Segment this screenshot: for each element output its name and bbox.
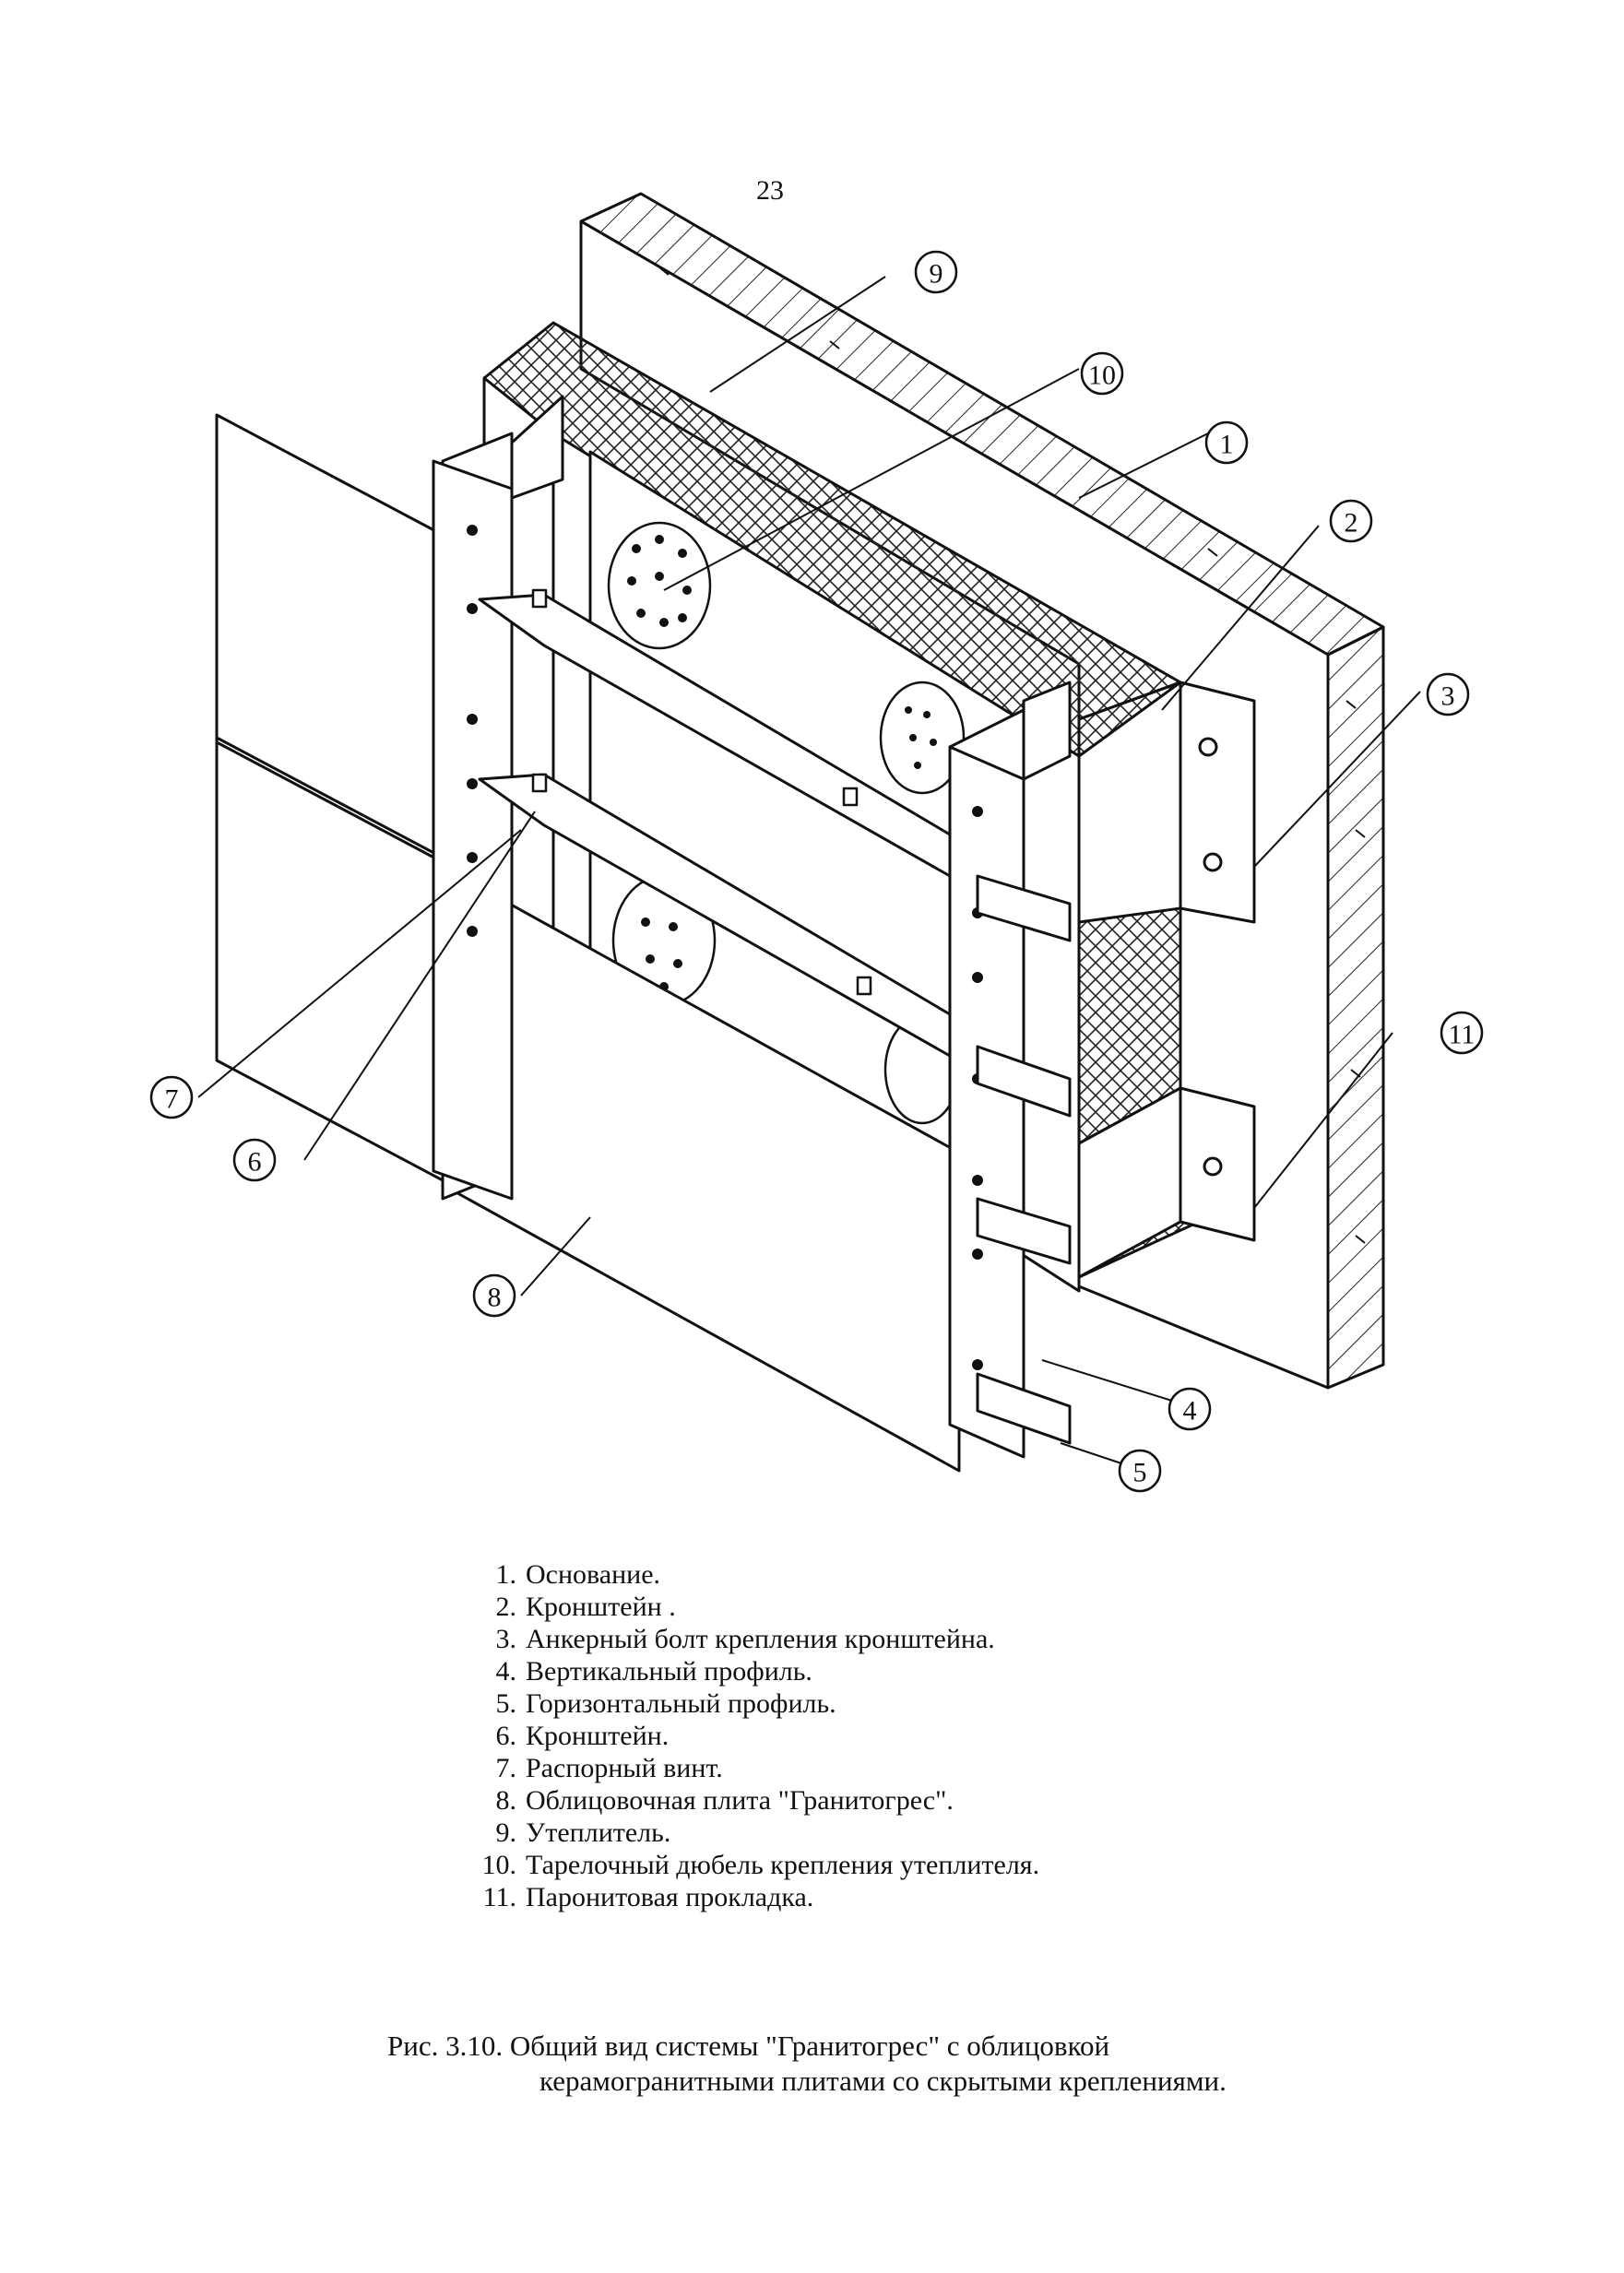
expansion-screws	[531, 588, 872, 996]
callout-labels: 1 2 3 4 5 6 7 8 9 10 11	[165, 259, 1476, 1488]
callout-11: 11	[1449, 1020, 1476, 1050]
figure-caption: Рис. 3.10. Общий вид системы "Гранитогре…	[387, 2029, 1402, 2099]
callout-9: 9	[930, 259, 943, 290]
legend-item: 11.Паронитовая прокладка.	[482, 1882, 814, 1912]
legend-item: 7.Распорный винт.	[495, 1753, 723, 1783]
legend-item: 8.Облицовочная плита "Гранитогрес".	[495, 1785, 954, 1816]
callout-8: 8	[488, 1283, 502, 1313]
legend-item: 1.Основание.	[495, 1559, 661, 1590]
plate-dowels	[607, 521, 966, 1125]
callout-2: 2	[1345, 508, 1358, 539]
callout-circles	[149, 250, 1484, 1493]
legend-item: 2.Кронштейн .	[495, 1592, 676, 1622]
callout-5: 5	[1133, 1458, 1147, 1488]
callout-7: 7	[165, 1084, 179, 1115]
legend-item: 3.Анкерный болт крепления кронштейна.	[495, 1624, 995, 1654]
callout-10: 10	[1088, 361, 1116, 391]
caption-line-1: Общий вид системы "Гранитогрес" с облицо…	[509, 2030, 1110, 2062]
facade-system-drawing: 1 2 3 4 5 6 7 8 9 10 11	[149, 192, 1484, 1493]
callout-3: 3	[1441, 681, 1455, 712]
leader-lines	[197, 276, 1421, 1472]
legend-item: 9.Утеплитель.	[495, 1817, 671, 1848]
page-number: 23	[756, 175, 784, 206]
caption-label: Рис. 3.10.	[387, 2030, 504, 2062]
callout-6: 6	[248, 1147, 262, 1178]
legend-item: 5.Горизонтальный профиль.	[495, 1688, 836, 1719]
callout-4: 4	[1183, 1396, 1197, 1427]
callout-1: 1	[1220, 430, 1234, 460]
legend-item: 10.Тарелочный дюбель крепления утеплител…	[481, 1850, 1040, 1880]
horizontal-profiles	[478, 588, 1072, 1445]
facing-plates	[215, 413, 961, 1473]
legend-list: 1.Основание. 2.Кронштейн . 3.Анкерный бо…	[461, 1558, 1383, 1913]
legend-item: 6.Кронштейн.	[495, 1721, 670, 1751]
caption-line-2: керамогранитными плитами со скрытыми кре…	[539, 2065, 1227, 2097]
legend-item: 4.Вертикальный профиль.	[495, 1656, 812, 1687]
wall-brackets	[1077, 681, 1256, 1279]
